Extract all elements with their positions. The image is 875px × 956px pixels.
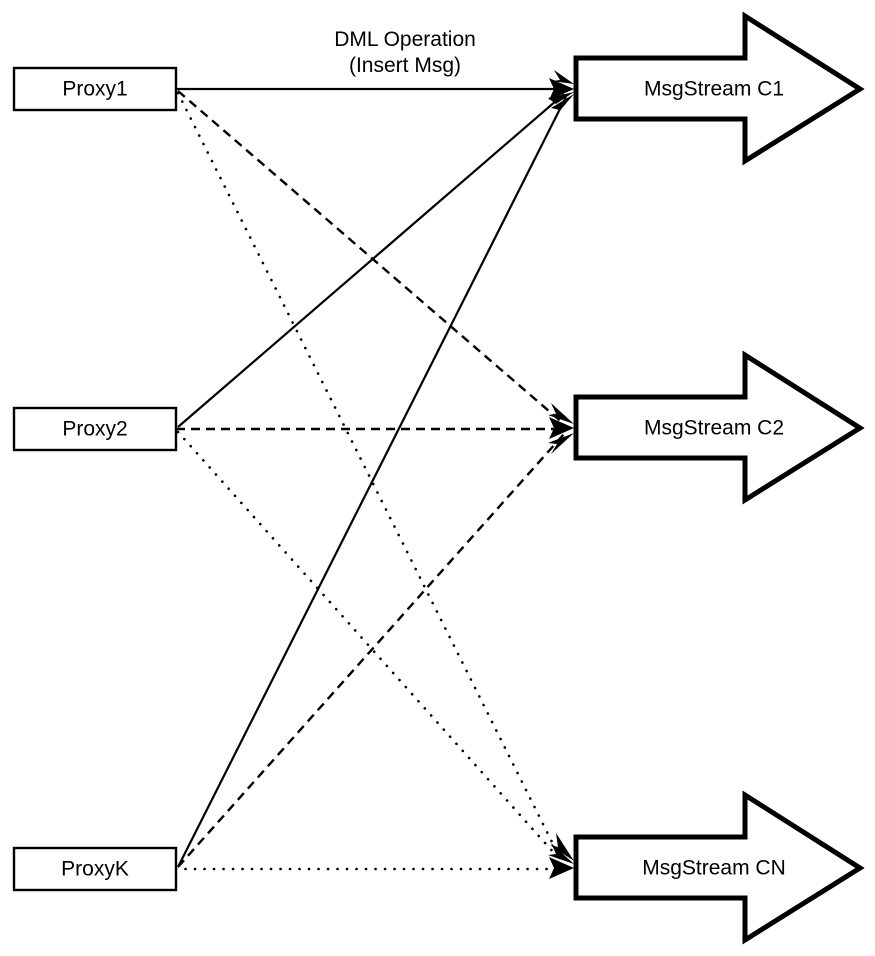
arrow-tip-icon [550, 833, 574, 861]
edge-proxyk-to-msgstream-c1 [177, 96, 567, 868]
block-arrow-icon [573, 11, 865, 166]
arrow-tip-icon [548, 433, 574, 454]
arrowhead-cluster-msgstream-c2 [548, 403, 574, 454]
proxy-box-rect [12, 846, 178, 892]
stream-node-msgstream-c1[interactable]: MsgStream C1 [573, 11, 865, 166]
stream-label: MsgStream CN [642, 857, 786, 880]
arrow-tip-icon [549, 78, 574, 100]
stream-label: MsgStream C2 [644, 417, 784, 440]
stream-node-msgstream-c2[interactable]: MsgStream C2 [573, 350, 865, 505]
arrow-tip-icon [551, 94, 574, 119]
arrow-tip-icon [549, 857, 574, 879]
stream-node-msgstream-cn[interactable]: MsgStream CN [573, 790, 865, 945]
edge-proxy2-to-msgstream-c1 [177, 93, 565, 428]
proxy-label: Proxy1 [62, 78, 127, 101]
proxy-node-proxy1[interactable]: Proxy1 [12, 66, 178, 112]
arrow-tip-icon [552, 70, 574, 84]
arrow-tip-icon [548, 403, 574, 424]
proxy-node-proxy2[interactable]: Proxy2 [12, 406, 178, 452]
edge-group-proxy2 [176, 93, 566, 864]
block-arrow-icon [573, 350, 865, 505]
edge-proxy2-to-msgstream-cn [176, 430, 564, 864]
arrow-tip-icon [547, 92, 574, 110]
stream-label: MsgStream C1 [644, 78, 784, 101]
proxy-label: ProxyK [61, 858, 129, 881]
edge-group-proxyk [174, 96, 568, 871]
edge-proxyk-to-msgstream-c2 [177, 433, 565, 868]
edge-group-proxy1 [176, 87, 566, 864]
arrowhead-cluster-msgstream-c1 [547, 70, 574, 119]
arrow-tip-icon [548, 843, 574, 864]
proxy-box-rect [12, 66, 178, 112]
block-arrow-icon [573, 790, 865, 945]
annotation-line-2: (Insert Msg) [349, 54, 461, 77]
proxy-label: Proxy2 [62, 418, 127, 441]
proxy-node-proxyk[interactable]: ProxyK [12, 846, 178, 892]
edge-proxy1-to-msgstream-cn [176, 91, 564, 864]
annotation-line-1: DML Operation [334, 28, 476, 51]
edge-annotation-dml-operation: DML Operation (Insert Msg) [334, 28, 476, 77]
arrowhead-cluster-msgstream-cn [548, 833, 574, 879]
arrow-tip-icon [549, 417, 574, 439]
edge-proxy1-to-msgstream-c2 [177, 90, 565, 425]
proxy-box-rect [12, 406, 178, 452]
